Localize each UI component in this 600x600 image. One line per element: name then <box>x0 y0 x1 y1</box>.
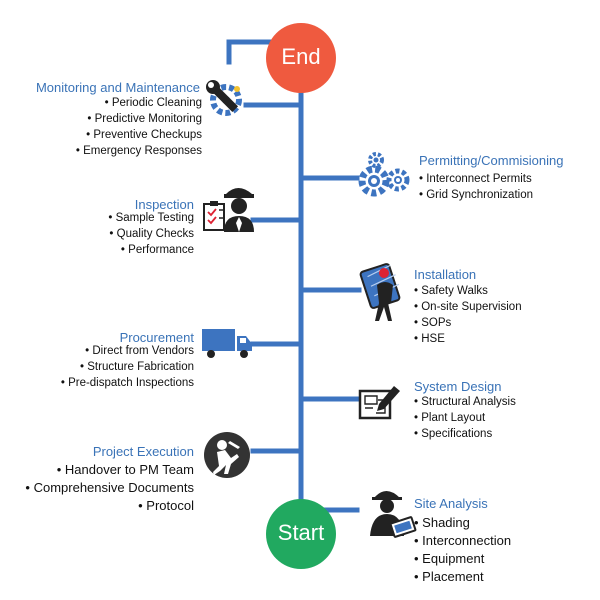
stage-item: • Interconnect Permits <box>419 173 532 185</box>
stage-item: • Grid Synchronization <box>419 189 533 201</box>
stage-item: • Structural Analysis <box>414 396 516 408</box>
inspector-clipboard-icon <box>203 188 254 232</box>
gears-icon <box>358 152 410 197</box>
stage-item: • Quality Checks <box>109 228 194 240</box>
stage-title-procurement: Procurement <box>119 330 194 345</box>
worker-circle-icon <box>204 432 250 478</box>
stage-item: • Performance <box>120 244 194 256</box>
stage-item: • Pre-dispatch Inspections <box>60 377 194 389</box>
wrench-gear-icon <box>206 80 242 116</box>
engineer-laptop-icon <box>370 491 417 538</box>
installer-panel-icon <box>359 263 401 321</box>
stage-item: • Plant Layout <box>414 412 486 424</box>
stage-title-design: System Design <box>414 379 502 394</box>
timeline-lines <box>226 39 362 513</box>
stage-item: • Interconnection <box>414 533 512 548</box>
stage-item: • Structure Fabrication <box>80 361 194 373</box>
stage-title-monitoring: Monitoring and Maintenance <box>35 80 200 95</box>
stage-item: • Equipment <box>414 551 485 566</box>
stage-item: • Preventive Checkups <box>86 129 202 141</box>
stage-item: • Placement <box>414 569 484 584</box>
end-node <box>266 23 336 93</box>
stage-item: • Emergency Responses <box>75 145 202 157</box>
stage-title-installation: Installation <box>414 267 477 282</box>
start-node <box>266 499 336 569</box>
stage-item: • Safety Walks <box>414 285 488 297</box>
stage-title-execution: Project Execution <box>92 444 194 459</box>
stage-item: • Predictive Monitoring <box>87 113 202 125</box>
stage-item: • Periodic Cleaning <box>104 97 202 109</box>
delivery-truck-icon <box>202 329 252 358</box>
stage-item: • On-site Supervision <box>414 301 522 313</box>
stage-item: • SOPs <box>414 317 452 329</box>
stage-item: • Direct from Vendors <box>85 345 194 357</box>
stage-item: • Specifications <box>414 428 493 440</box>
stage-item: • Sample Testing <box>108 212 194 224</box>
stage-item: • Shading <box>414 515 470 530</box>
end-label: End <box>281 44 321 69</box>
stage-item: • Protocol <box>138 498 194 513</box>
end-hook <box>226 39 275 65</box>
start-label: Start <box>277 520 325 545</box>
stage-item: • Comprehensive Documents <box>25 480 194 495</box>
stage-title-inspection: Inspection <box>134 197 194 212</box>
stage-item: • Handover to PM Team <box>56 462 194 477</box>
stage-title-permitting: Permitting/Commisioning <box>419 153 564 168</box>
blueprint-icon <box>358 386 400 420</box>
stage-item: • HSE <box>414 333 445 345</box>
stage-title-site: Site Analysis <box>414 496 488 511</box>
